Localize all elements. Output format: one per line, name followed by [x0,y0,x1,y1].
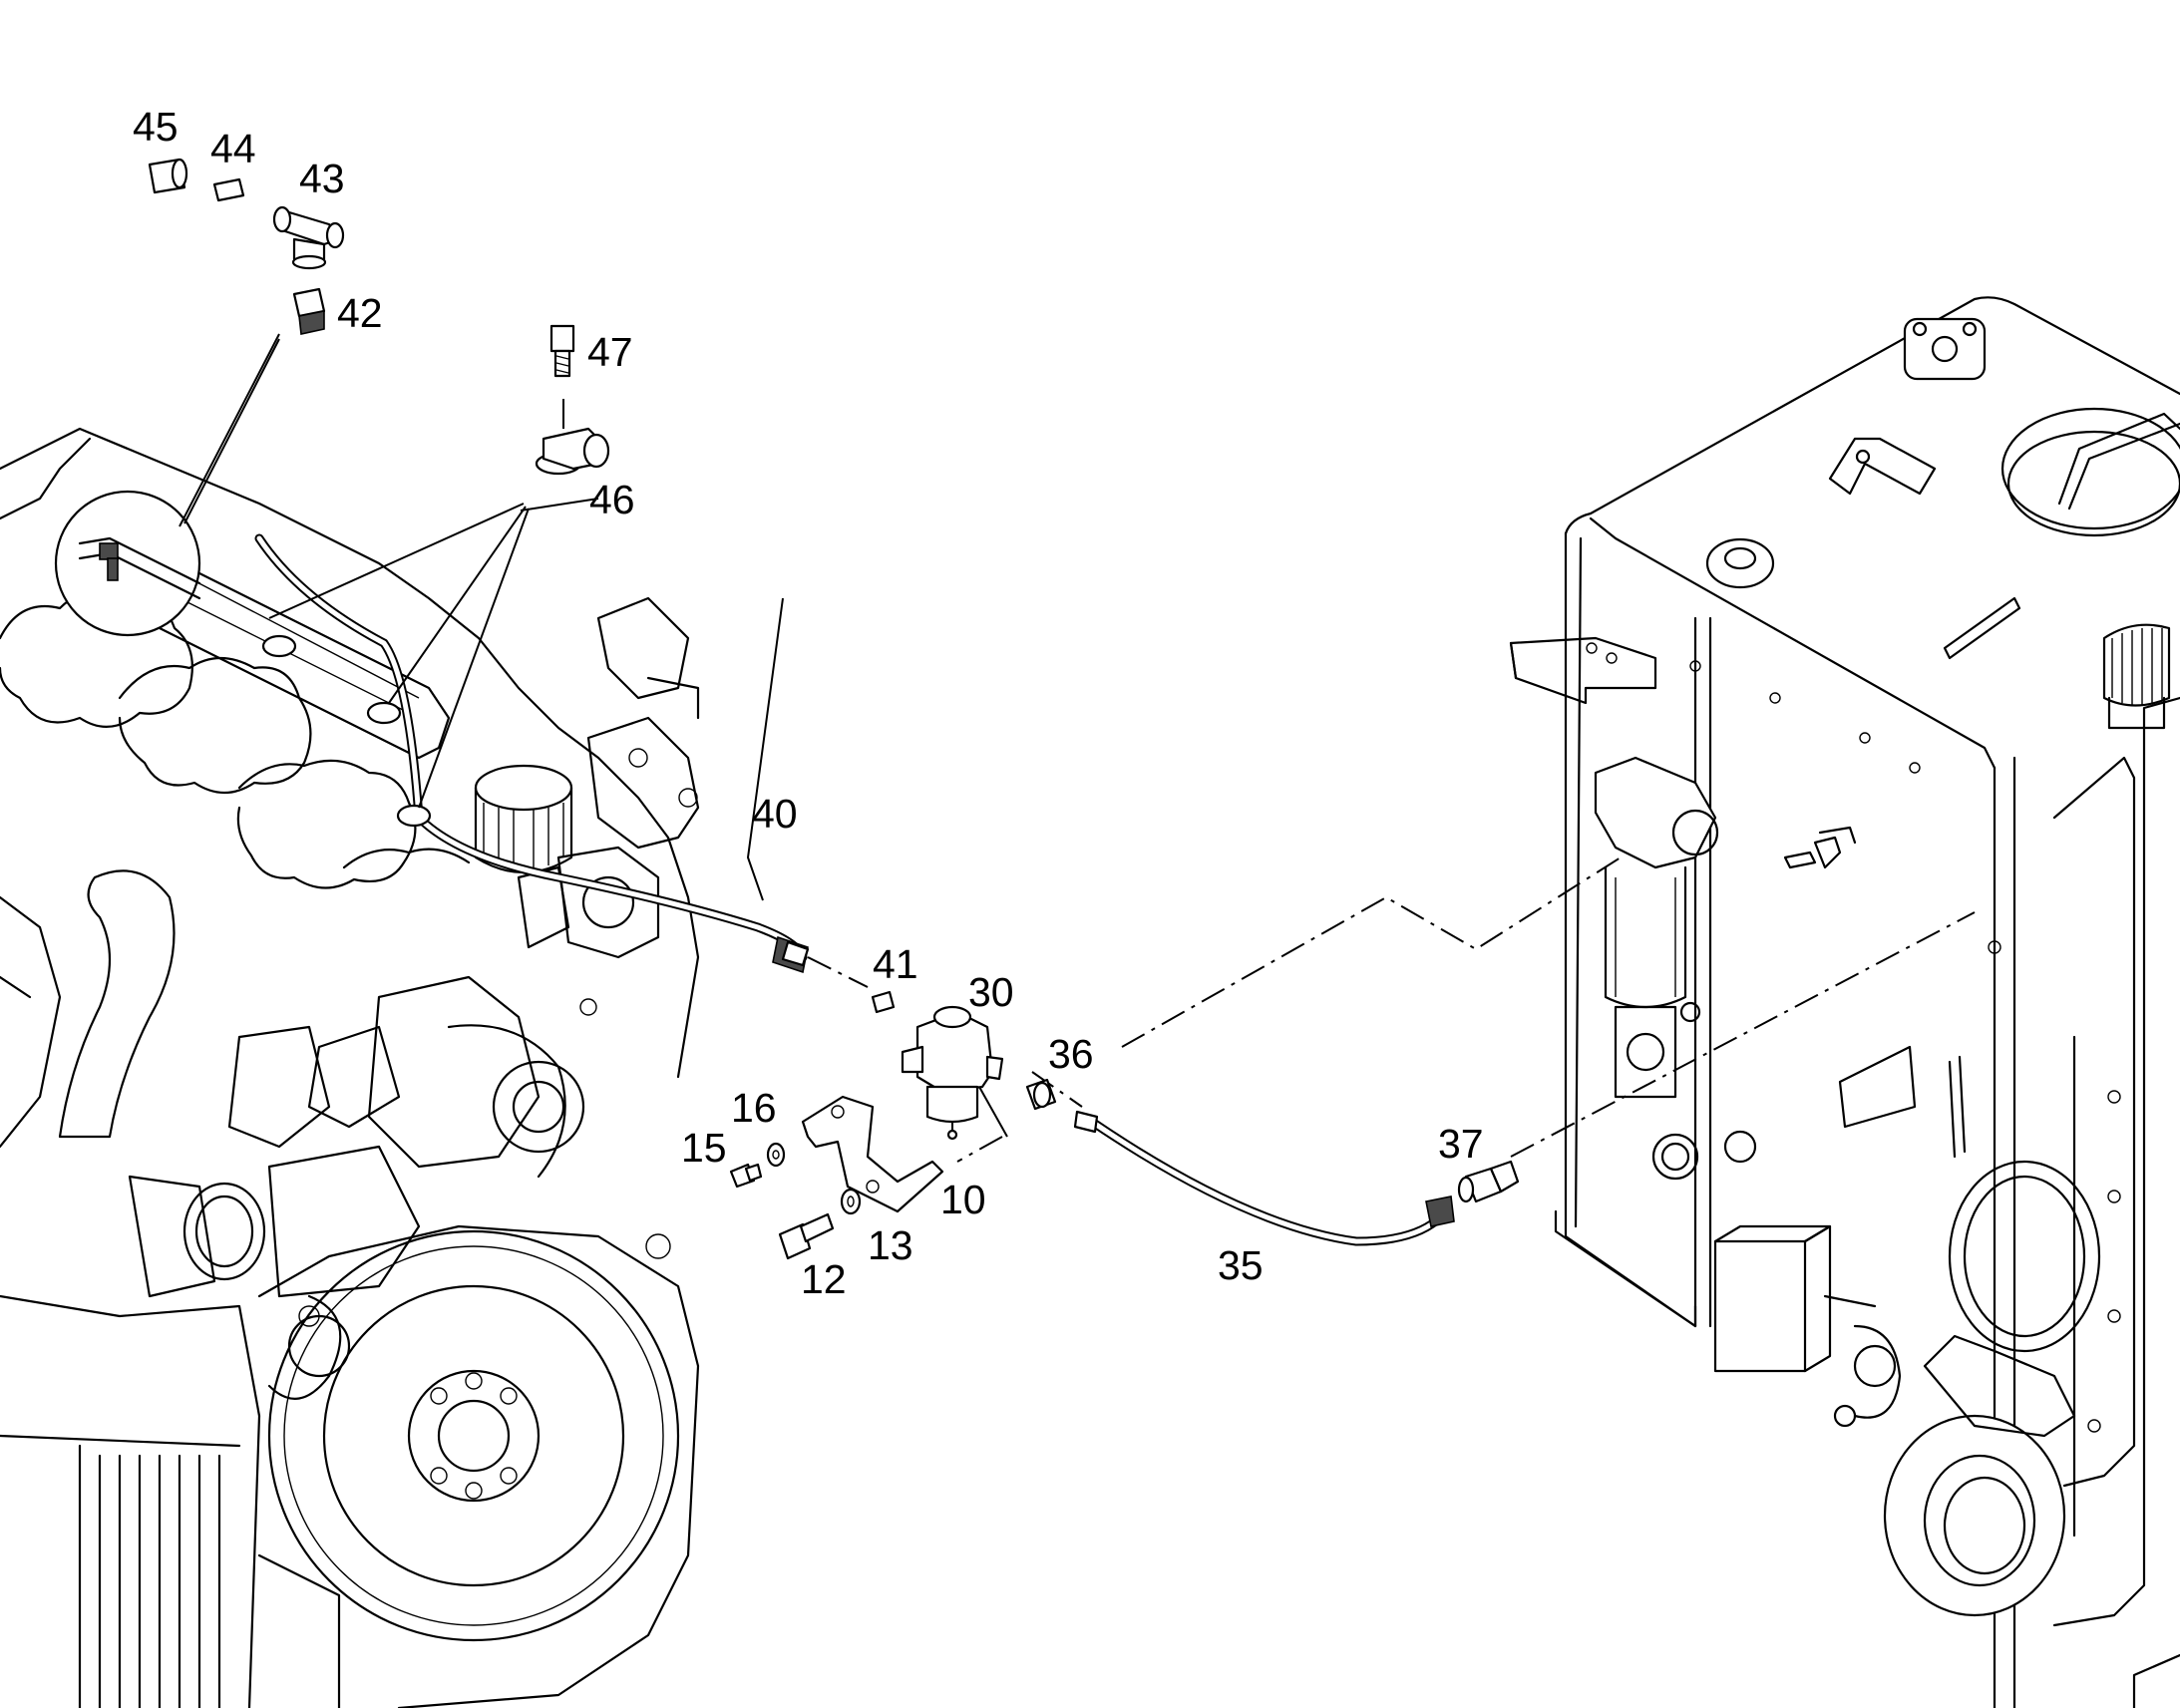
callout-10: 10 [940,1177,986,1222]
callout-41: 41 [873,941,918,987]
callout-47: 47 [587,329,633,375]
callout-12: 12 [801,1256,847,1302]
hose [1073,1110,1455,1246]
bolt [549,324,575,378]
callout-46: 46 [589,477,635,522]
cap-nut [148,158,188,194]
magnified-detail-circle [54,333,280,637]
screw [729,1163,763,1189]
washer [766,1142,786,1168]
mounting-bracket [801,1095,944,1213]
adapter-fitting [183,287,326,524]
tee-fitting [272,205,345,270]
callout-44: 44 [210,126,256,171]
washer [840,1188,862,1215]
callout-30: 30 [968,969,1014,1015]
callout-42: 42 [337,290,383,336]
fuel-line [254,533,810,974]
leader-lines [268,399,1976,1163]
callout-37: 37 [1438,1121,1484,1167]
callout-13: 13 [868,1222,913,1268]
callout-45: 45 [133,104,179,150]
callout-40: 40 [752,791,798,837]
callout-15: 15 [681,1125,727,1171]
union-fitting [1457,1160,1520,1203]
callout-36: 36 [1048,1031,1094,1077]
callout-35: 35 [1218,1242,1264,1288]
callout-43: 43 [299,156,345,201]
small-connector [871,990,896,1014]
fuel-tank-drawing [1509,296,2180,1708]
bolt [778,1212,835,1260]
callout-labels: 45 44 43 42 47 46 40 41 30 36 16 15 10 1… [133,104,1484,1302]
fuel-filter [901,1005,1008,1141]
connector [1025,1078,1057,1111]
banjo-clamp [535,427,610,476]
callout-16: 16 [731,1085,777,1131]
small-fitting [212,177,245,202]
